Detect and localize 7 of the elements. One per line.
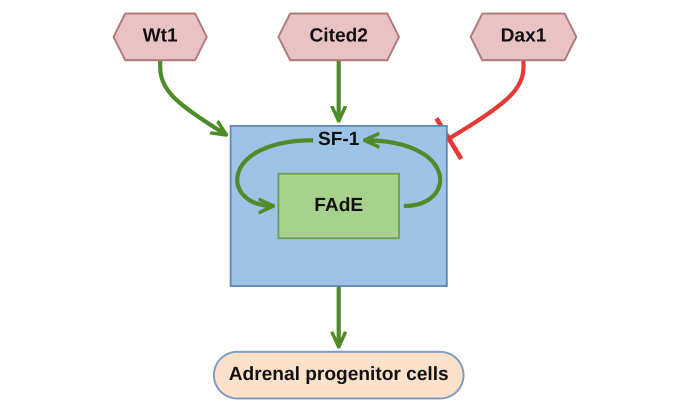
arrow (330, 60, 348, 123)
inhibition-line (434, 60, 526, 162)
arrow (235, 138, 314, 214)
arrow (158, 60, 228, 137)
arrow (362, 132, 442, 208)
node-box: FAdE (278, 172, 400, 240)
arrow (330, 286, 348, 349)
